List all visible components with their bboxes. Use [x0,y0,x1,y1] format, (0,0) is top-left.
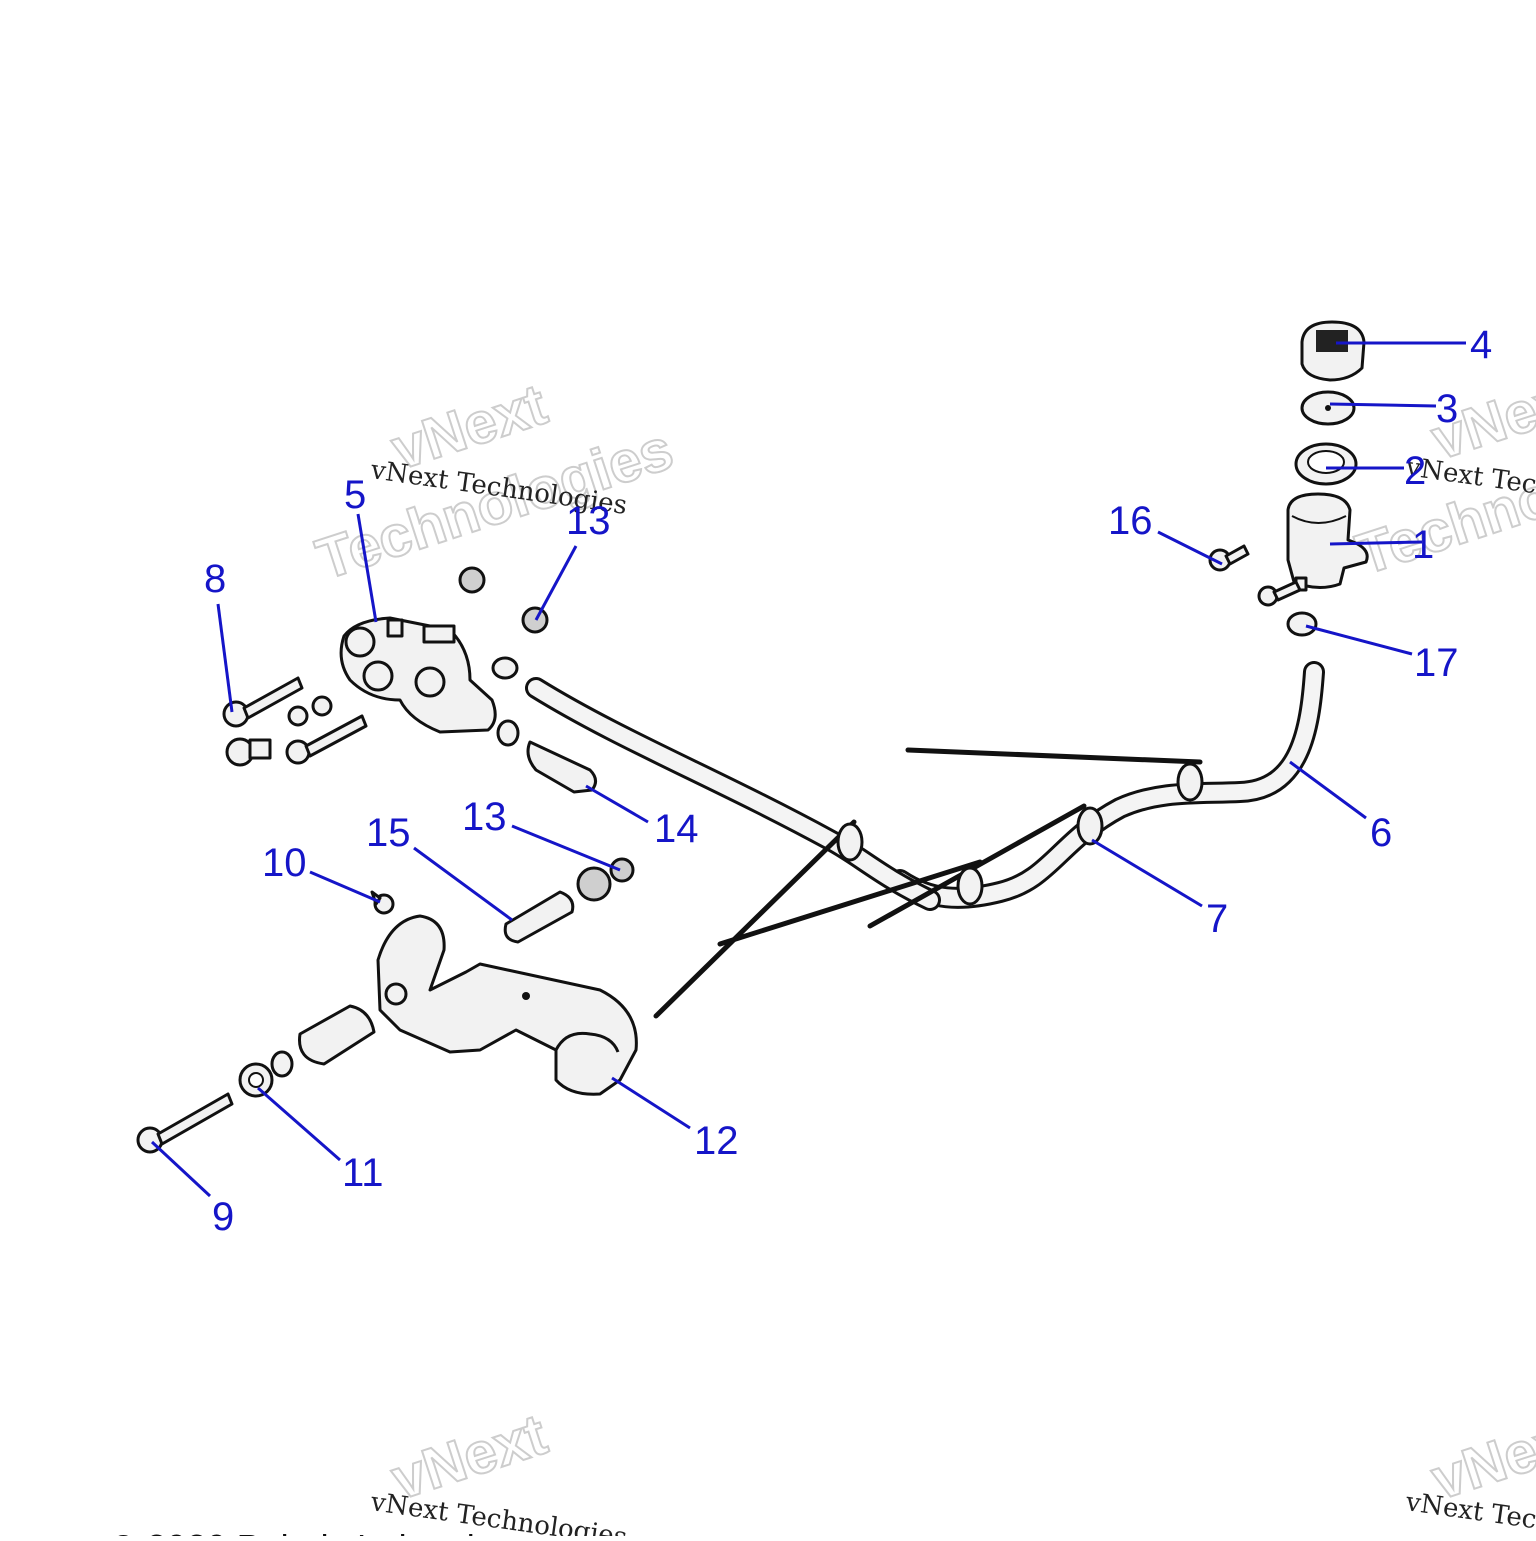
leader-5 [356,513,378,623]
leader-lines [150,341,1466,1198]
sleeve-15-part [503,890,575,944]
bolt-10-part [370,890,395,915]
clamp-17-part [1286,611,1318,637]
hose-6-part [889,661,1325,909]
leader-6 [1289,760,1367,820]
watermark-bottom-left: vNext vNext Technologies [368,1401,629,1541]
master-cylinder-part [339,616,497,734]
leader-11 [257,1086,341,1162]
callout-13-bottom: 13 [462,795,507,839]
leader-10 [309,870,381,904]
callout-9: 9 [212,1195,234,1239]
reservoir-bolt-part [1257,580,1302,607]
reservoir-body-part [1286,492,1369,592]
fitting-14-part [526,740,597,794]
callout-labels: 4 3 2 1 16 17 6 7 5 13 8 14 13 15 10 12 … [204,323,1492,1239]
watermark-bottom-right: vNext vNext Technologies [1403,1401,1536,1541]
callout-3: 3 [1436,387,1458,431]
callout-15: 15 [366,811,411,855]
bolt-16-part [1208,544,1250,572]
callout-6: 6 [1370,811,1392,855]
callout-1: 1 [1412,523,1434,567]
leader-9 [150,1140,212,1198]
bolts-8-part [222,676,368,767]
clamps-7-part [836,762,1204,906]
callout-17: 17 [1414,641,1459,685]
leader-7 [1091,838,1203,908]
grommet-13-top-part [458,566,549,634]
leader-14 [585,784,649,824]
leader-12 [611,1076,691,1130]
callout-11: 11 [342,1151,384,1195]
leader-13-bottom [511,824,621,872]
callout-8: 8 [204,557,226,601]
tie-rods-part [653,747,1203,1019]
callout-16: 16 [1108,499,1153,543]
small-clamp-part [491,656,520,747]
washer-11-part [238,1062,274,1098]
diaphragm-part [1300,390,1356,426]
callout-7: 7 [1206,897,1228,941]
copyright-notice: © 2020 Polaris Industries [110,1527,513,1536]
leader-16 [1157,530,1223,566]
callout-5: 5 [344,473,366,517]
seal-ring-part [1294,442,1358,486]
callout-13-top: 13 [566,499,611,543]
leader-13-top [534,545,578,621]
callout-10: 10 [262,841,307,885]
callout-4: 4 [1470,323,1492,367]
bolt-9-part [136,1092,234,1154]
callout-12: 12 [694,1119,739,1163]
leader-15 [413,846,513,922]
callout-2: 2 [1404,449,1426,493]
grommet-13-bottom-part [576,857,635,902]
leader-1 [1329,540,1423,546]
bushing-part [270,1004,376,1078]
reservoir-cap-part [1300,320,1366,382]
leader-3 [1329,402,1437,408]
leader-17 [1305,624,1413,656]
callout-14: 14 [654,807,699,851]
leader-8 [216,603,234,713]
hose-main-part [525,677,941,911]
pedal-bracket-part [376,914,638,1096]
